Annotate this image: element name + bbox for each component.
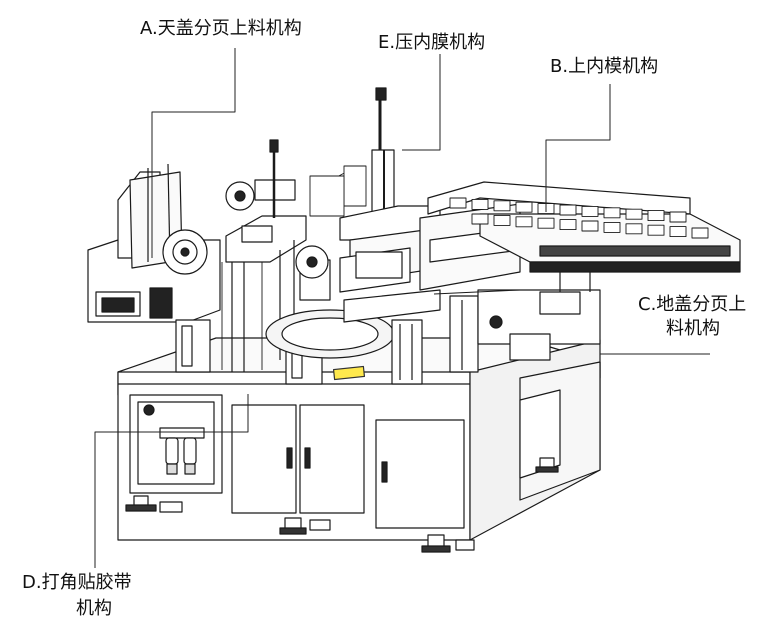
conveyor-cell [625,208,643,220]
conveyor-cell [669,211,687,223]
label-tape-d-line1: D.打角贴胶带 [22,572,132,593]
conveyor-cell [493,214,511,226]
label-feeder-a: A.天盖分页上料机构 [140,18,302,39]
conveyor-cell [603,207,621,219]
label-mold-b: B.上内模机构 [550,56,659,77]
conveyor-cells [449,197,709,239]
label-tape-d-line2: 机构 [76,598,112,619]
leader-lines [94,48,710,568]
conveyor-cell [449,197,467,209]
frame-details [221,165,521,370]
air-filter-unit [159,427,205,475]
conveyor-cell [515,216,533,228]
conveyor-cell [581,205,599,217]
conveyor-cell [691,227,709,239]
press-station-e [339,87,441,385]
conveyor-cell [537,217,555,229]
label-press-e: E.压内膜机构 [378,32,486,53]
conveyor-cell [493,200,511,212]
base-cabinet [117,337,601,553]
label-base-feeder-c-line1: C.地盖分页上 [638,294,747,315]
label-base-feeder-c-line2: 料机构 [666,318,720,339]
feeder-a [87,163,221,373]
conveyor-cell [647,224,665,236]
conveyor-cell [559,219,577,231]
conveyor-cell [559,204,577,216]
conveyor-cell [471,198,489,210]
conveyor-cell [603,221,621,233]
conveyor-cell [669,226,687,238]
turntable [265,309,395,381]
conveyor-cell [581,220,599,232]
conveyor-rack [427,181,741,292]
conveyor-cell [515,201,533,213]
conveyor-cell [471,213,489,225]
conveyor-cell [647,210,665,222]
conveyor-cell [625,223,643,235]
